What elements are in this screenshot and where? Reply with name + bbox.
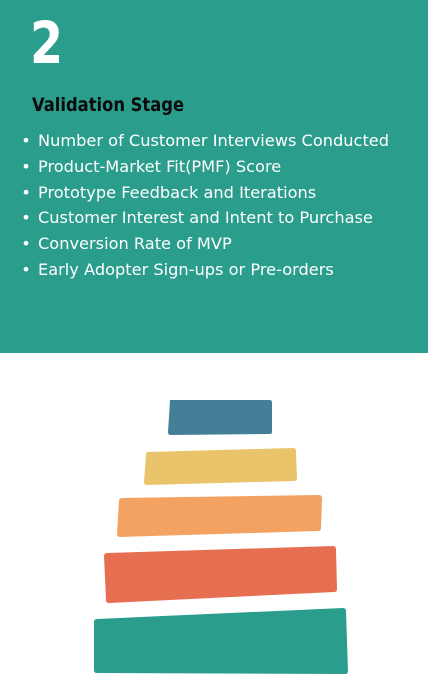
metric-label: Product-Market Fit(PMF) Score [38,156,282,176]
metric-label: Early Adopter Sign-ups or Pre-orders [38,259,334,279]
list-item: • Conversion Rate of MVP [18,231,389,257]
metric-label: Number of Customer Interviews Conducted [38,131,390,150]
metric-label: Prototype Feedback and Iterations [38,182,317,202]
stage-number: 2 [30,9,64,77]
pyramid-tier-fourth [104,546,337,603]
list-item: • Number of Customer Interviews Conducted [18,128,389,154]
pyramid-illustration [94,400,348,674]
metrics-list: • Number of Customer Interviews Conducted… [18,128,389,283]
list-item: • Early Adopter Sign-ups or Pre-orders [18,257,389,283]
stage-panel: 2 Validation Stage • Number of Customer I… [0,0,428,353]
bullet-icon: • [21,156,31,176]
bullet-icon: • [21,131,31,150]
bullet-icon: • [21,182,31,202]
pyramid-tier-base [94,608,348,674]
stage-title: Validation Stage [32,94,185,116]
pyramid-tier-top [168,400,272,435]
bullet-icon: • [21,234,31,254]
list-item: • Product-Market Fit(PMF) Score [18,154,389,180]
pyramid-tier-third [117,495,322,537]
bullet-icon: • [21,259,31,279]
bullet-icon: • [21,208,31,228]
pyramid-tier-second [144,448,297,485]
list-item: • Customer Interest and Intent to Purchas… [18,205,389,231]
list-item: • Prototype Feedback and Iterations [18,180,389,206]
metric-label: Customer Interest and Intent to Purchase [38,208,373,228]
metric-label: Conversion Rate of MVP [38,234,232,254]
